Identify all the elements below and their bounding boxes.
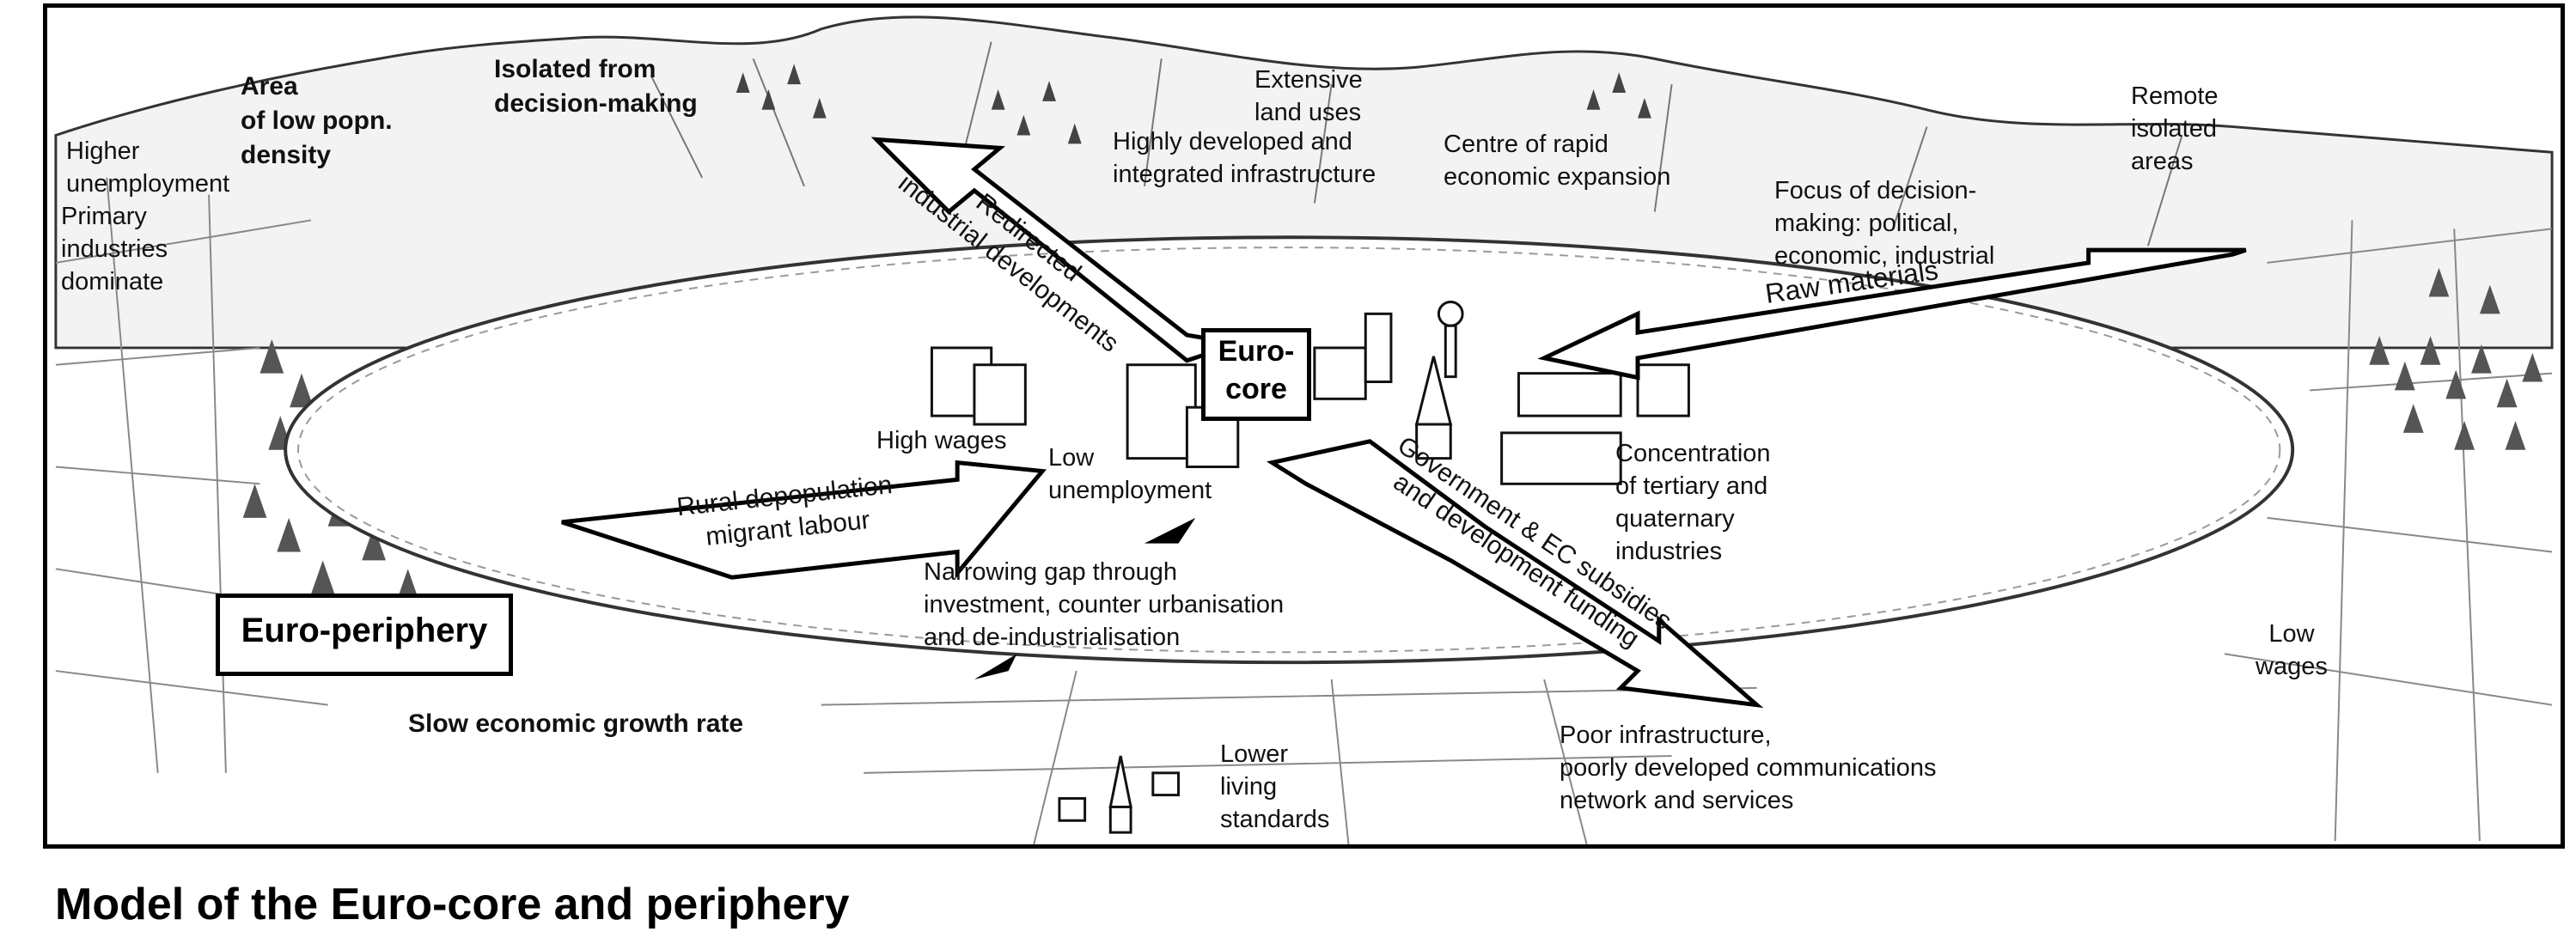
landscape-illustration bbox=[54, 15, 2554, 844]
label-low-density: Area of low popn. density bbox=[241, 72, 393, 169]
label-poor-infrastructure: Poor infrastructure, poorly developed co… bbox=[1560, 722, 1937, 814]
inner-rim bbox=[297, 247, 2281, 654]
mountain-slope-lines bbox=[650, 41, 2183, 247]
label-highly-developed: Highly developed and integrated infrastr… bbox=[1113, 128, 1377, 188]
euro-core-box: Euro- core bbox=[1201, 328, 1311, 421]
label-lower-living: Lower living standards bbox=[1220, 740, 1330, 833]
arrow-subsidies bbox=[1266, 439, 1764, 709]
village-bottom bbox=[1058, 755, 1180, 834]
label-primary-industries: Primary industries dominate bbox=[61, 203, 168, 295]
tree-cluster-left bbox=[242, 339, 437, 603]
label-slow-growth: Slow economic growth rate bbox=[408, 709, 744, 738]
label-high-wages: High wages bbox=[876, 427, 1007, 454]
arrow-redirected bbox=[870, 137, 1239, 363]
tree-cluster-right bbox=[2369, 267, 2543, 450]
diagram-frame: Isolated from decision-making Area of lo… bbox=[43, 3, 2565, 849]
euro-core-city bbox=[930, 300, 1690, 485]
euro-periphery-box: Euro-periphery bbox=[216, 594, 513, 676]
label-centre-rapid: Centre of rapid economic expansion bbox=[1444, 131, 1671, 191]
label-extensive: Extensive land uses bbox=[1254, 66, 1363, 126]
label-higher-unemployment: Higher unemployment bbox=[66, 137, 230, 198]
label-low-wages: Low wages bbox=[2256, 620, 2328, 680]
mountain-ridge bbox=[54, 15, 2554, 350]
label-remote: Remote isolated areas bbox=[2131, 82, 2219, 175]
label-concentration: Concentration of tertiary and quaternary… bbox=[1615, 440, 1771, 565]
inner-plain bbox=[284, 235, 2295, 665]
left-field-pattern bbox=[55, 177, 328, 773]
arrow-small-down bbox=[974, 654, 1017, 679]
figure-title: Model of the Euro-core and periphery bbox=[55, 880, 850, 929]
arrow-rural bbox=[561, 460, 1047, 580]
label-low-unemployment: Low unemployment bbox=[1048, 444, 1212, 504]
bottom-field-pattern bbox=[821, 670, 1757, 844]
label-focus-decision: Focus of decision- making: political, ec… bbox=[1774, 177, 1995, 270]
arrow-raw-materials bbox=[1537, 247, 2247, 381]
right-field-pattern bbox=[2224, 220, 2553, 842]
label-isolated: Isolated from decision-making bbox=[494, 55, 698, 118]
label-narrowing-gap: Narrowing gap through investment, counte… bbox=[924, 558, 1285, 651]
